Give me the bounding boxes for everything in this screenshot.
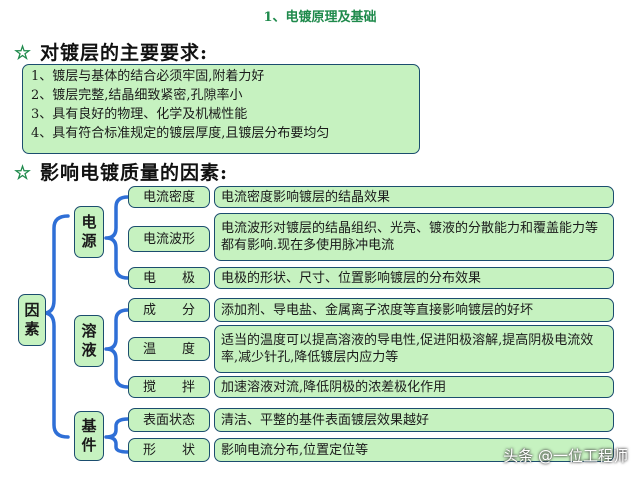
effect-text: 适当的温度可以提高溶液的导电性,促进阳极溶解,提高阴极电流效率,减少针孔,降低镀… <box>221 333 594 365</box>
slide-title: 1、电镀原理及基础 <box>263 10 377 25</box>
group-solution-text: 溶 液 <box>81 322 97 359</box>
effect-current-waveform: 电流波形对镀层的结晶组织、光亮、镀液的分散能力和覆盖能力等都有影响.现在多使用脉… <box>214 213 614 261</box>
solution-bracket <box>104 308 130 389</box>
effect-surface-state: 清洁、平整的基件表面镀层效果越好 <box>214 408 614 432</box>
requirements-heading: ☆ 对镀层的主要要求: <box>14 38 208 65</box>
effect-stirring: 加速溶液对流,降低阴极的浓差极化作用 <box>214 376 614 398</box>
factor-label: 电 极 <box>142 270 195 286</box>
requirement-item: 4、具有符合标准规定的镀层厚度,且镀层分布要均匀 <box>31 126 330 141</box>
substrate-bracket <box>104 417 130 454</box>
factor-label: 搅 拌 <box>142 379 195 395</box>
factor-root-label: 因 素 <box>18 294 46 346</box>
effect-shape: 影响电流分布,位置定位等 <box>214 438 614 462</box>
factors-heading: ☆ 影响电镀质量的因素: <box>14 158 228 185</box>
effect-text: 清洁、平整的基件表面镀层效果越好 <box>221 412 430 428</box>
group-solution-label: 溶 液 <box>74 315 104 367</box>
effect-text: 电极的形状、尺寸、位置影响镀层的分布效果 <box>221 270 482 286</box>
watermark: 头条 @一位工程师 <box>503 447 628 465</box>
factor-shape: 形 状 <box>128 438 210 462</box>
effect-current-density: 电流密度影响镀层的结晶效果 <box>214 186 614 208</box>
factors-heading-text: 影响电镀质量的因素: <box>40 162 229 184</box>
factor-temperature: 温 度 <box>128 337 210 361</box>
star-icon: ☆ <box>14 42 33 64</box>
effect-text: 加速溶液对流,降低阴极的浓差极化作用 <box>221 379 447 395</box>
factor-surface-state: 表面状态 <box>128 408 210 432</box>
factor-composition: 成 分 <box>128 298 210 322</box>
factor-electrode: 电 极 <box>128 267 210 289</box>
requirement-item: 3、具有良好的物理、化学及机械性能 <box>31 107 248 122</box>
group-power-text: 电 源 <box>81 213 97 250</box>
factor-root-text: 因 素 <box>24 301 40 338</box>
factor-label: 表面状态 <box>142 412 195 428</box>
requirements-box: 1、镀层与基体的结合必须牢固,附着力好 2、镀层完整,结晶细致紧密,孔隙率小 3… <box>22 64 420 154</box>
factor-label: 电流密度 <box>142 189 195 205</box>
effect-electrode: 电极的形状、尺寸、位置影响镀层的分布效果 <box>214 267 614 289</box>
power-bracket <box>104 195 130 280</box>
effect-text: 电流密度影响镀层的结晶效果 <box>221 189 391 205</box>
effect-text: 影响电流分布,位置定位等 <box>221 442 369 458</box>
factor-current-density: 电流密度 <box>128 186 210 208</box>
factor-stirring: 搅 拌 <box>128 376 210 398</box>
requirements-heading-text: 对镀层的主要要求: <box>40 42 209 64</box>
group-substrate-text: 基 件 <box>81 417 97 454</box>
effect-text: 电流波形对镀层的结晶组织、光亮、镀液的分散能力和覆盖能力等都有影响.现在多使用脉… <box>221 221 599 253</box>
factor-current-waveform: 电流波形 <box>128 226 210 252</box>
group-power-label: 电 源 <box>74 206 104 258</box>
root-bracket <box>42 214 70 439</box>
factor-label: 温 度 <box>142 341 195 357</box>
factor-label: 电流波形 <box>142 231 195 247</box>
effect-temperature: 适当的温度可以提高溶液的导电性,促进阳极溶解,提高阴极电流效率,减少针孔,降低镀… <box>214 325 614 373</box>
effect-composition: 添加剂、导电盐、金属离子浓度等直接影响镀层的好坏 <box>214 298 614 322</box>
group-substrate-label: 基 件 <box>74 411 104 461</box>
star-icon: ☆ <box>14 162 33 184</box>
effect-text: 添加剂、导电盐、金属离子浓度等直接影响镀层的好坏 <box>221 302 534 318</box>
requirement-item: 2、镀层完整,结晶细致紧密,孔隙率小 <box>31 88 243 103</box>
factor-label: 形 状 <box>142 442 195 458</box>
factor-label: 成 分 <box>142 302 195 318</box>
requirement-item: 1、镀层与基体的结合必须牢固,附着力好 <box>31 69 265 84</box>
